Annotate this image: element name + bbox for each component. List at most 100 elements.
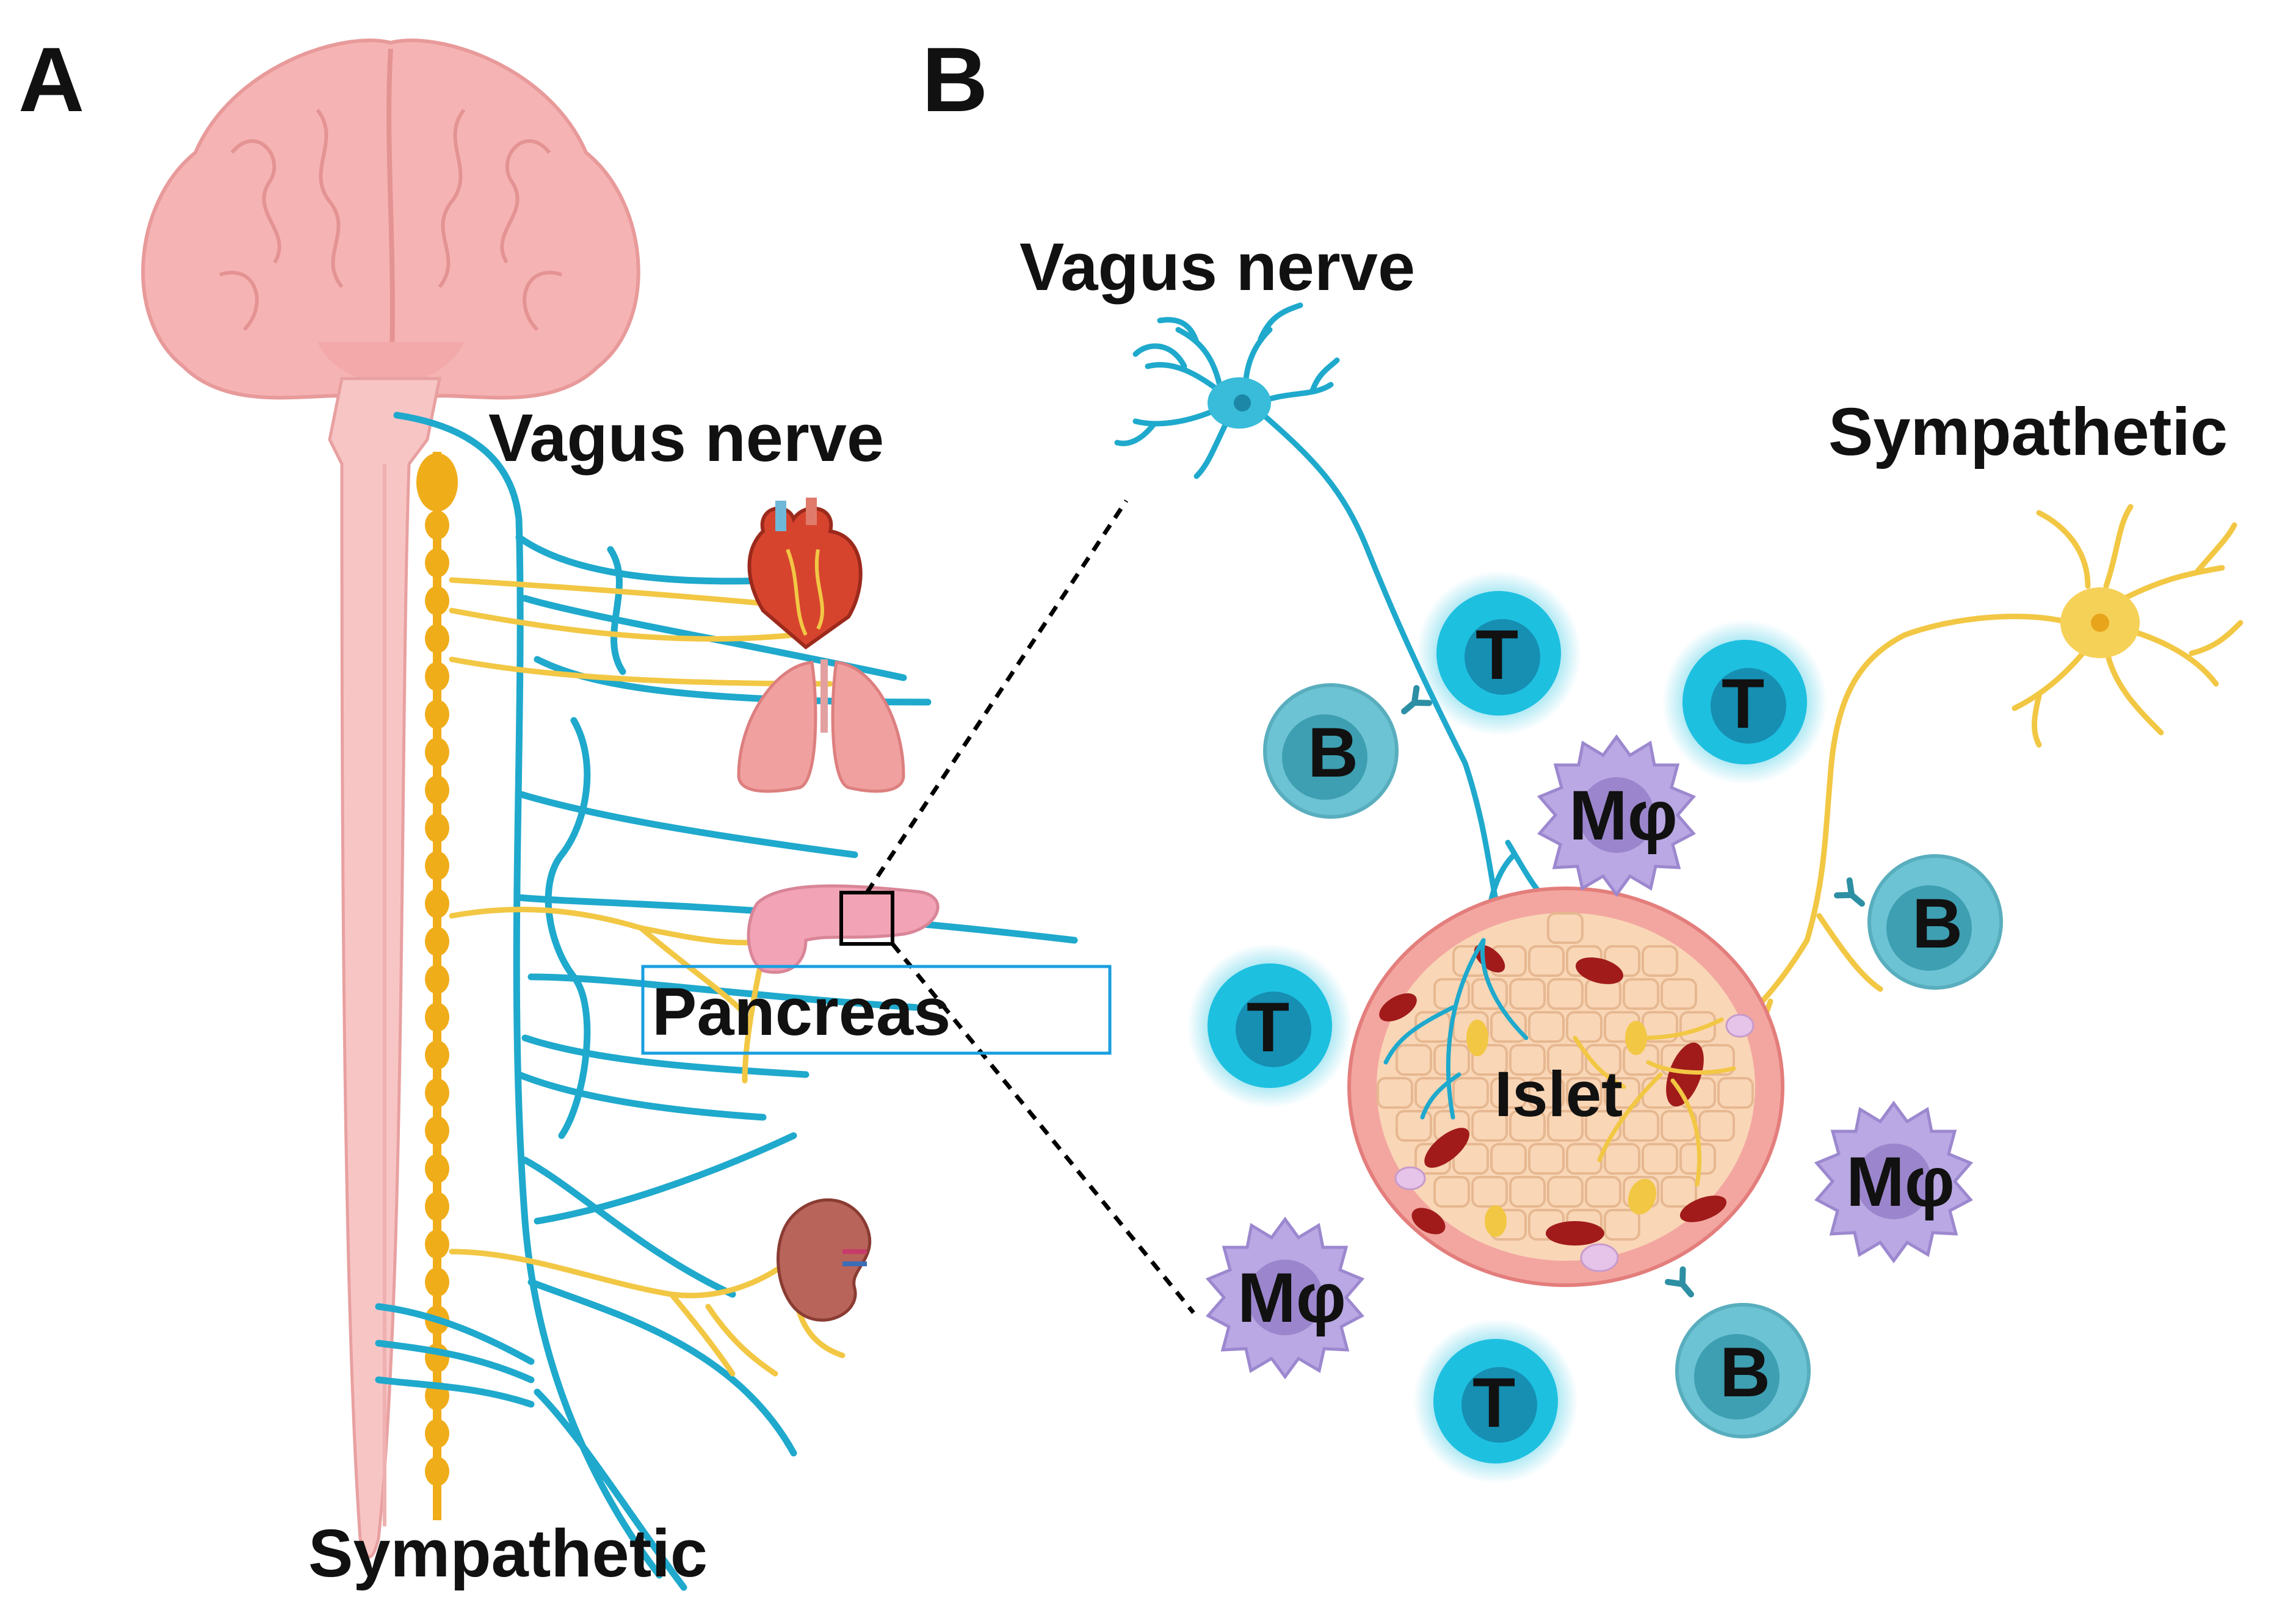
islet-cell: [1585, 1176, 1621, 1208]
islet-cell: [1604, 1209, 1640, 1241]
islet-cell: [1509, 1176, 1546, 1208]
islet-cell: [1528, 1077, 1565, 1109]
islet-cell: [1433, 1044, 1470, 1076]
zoom-connector-bottom: [891, 942, 1195, 1314]
panel-b-sympathetic-label: Sympathetic: [1828, 394, 2228, 470]
islet-cell: [1660, 978, 1697, 1010]
islet-illustration: [1347, 887, 1784, 1287]
islet-cell: [1642, 1143, 1678, 1175]
ganglion-bead: [425, 813, 449, 843]
islet-cell: [1623, 1110, 1659, 1142]
islet-cell: [1452, 1143, 1489, 1175]
t-cell: T: [1187, 943, 1352, 1108]
islet-cell: [1490, 1143, 1527, 1175]
macrophage-cell: Mφ: [1208, 1219, 1362, 1377]
b-cell: B: [1677, 1305, 1809, 1437]
islet-cell: [1433, 1176, 1470, 1208]
b-cell: B: [1869, 856, 2001, 988]
panel-a-vagus-label: Vagus nerve: [488, 401, 884, 476]
islet-cell: [1566, 1077, 1602, 1109]
islet-cell: [1547, 1176, 1584, 1208]
ganglion-bead: [425, 700, 449, 729]
panel-b-vagus-label: Vagus nerve: [1019, 230, 1415, 305]
panel-a-sympathetic-label: Sympathetic: [308, 1516, 708, 1591]
ganglion-bead: [425, 965, 449, 994]
islet-cell: [1547, 1044, 1584, 1076]
ganglion-bead: [425, 586, 449, 615]
svg-text:B: B: [1912, 885, 1963, 963]
islet-cell: [1679, 1011, 1716, 1043]
b-cell: B: [1265, 685, 1397, 817]
sympathetic-branches-a: [449, 577, 846, 1377]
ganglion-bead: [425, 1078, 449, 1108]
panel-a-letter: A: [18, 28, 84, 131]
ganglion-bead: [425, 1192, 449, 1221]
ganglion-bead: [425, 851, 449, 880]
ganglion-bead: [425, 889, 449, 918]
ganglion-bead: [425, 510, 449, 540]
svg-text:Mφ: Mφ: [1237, 1259, 1346, 1337]
ganglion-bead: [425, 1419, 449, 1448]
antibody-icon: [1398, 688, 1429, 719]
ganglion-bead: [425, 1154, 449, 1183]
ganglion-bead: [425, 738, 449, 767]
islet-cell: [1717, 1077, 1754, 1109]
svg-text:T: T: [1472, 1364, 1515, 1442]
zoom-connector-top: [865, 499, 1128, 894]
islet-cell: [1623, 978, 1659, 1010]
svg-text:Mφ: Mφ: [1569, 777, 1678, 855]
svg-text:T: T: [1476, 616, 1518, 694]
svg-text:T: T: [1722, 665, 1764, 743]
vagus-nerve-tree: [375, 412, 1078, 1591]
islet-sympathetic-branches: [1573, 1017, 1736, 1187]
svg-text:T: T: [1247, 988, 1289, 1067]
heart-icon: [747, 498, 863, 650]
t-cell: T: [1662, 620, 1827, 785]
ganglion-bead: [425, 662, 449, 691]
islet-cell: [1547, 1110, 1584, 1142]
islet-vagus-branches: [1383, 938, 1529, 1120]
ganglion-bead: [425, 1040, 449, 1070]
islet-label: Islet: [1494, 1059, 1623, 1130]
islet-cell: [1471, 1176, 1508, 1208]
t-cell: T: [1413, 1319, 1578, 1484]
ganglion-bead: [425, 548, 449, 578]
pancreas-icon: [747, 884, 940, 974]
pancreas-highlight-box: [641, 965, 1112, 1055]
islet-cell: [1547, 912, 1584, 944]
ganglion-bead: [425, 1003, 449, 1032]
sympathetic-chain: [416, 452, 458, 1520]
svg-text:B: B: [1308, 714, 1358, 792]
lungs-icon: [737, 659, 905, 793]
islet-cell: [1528, 945, 1565, 977]
ganglion-bead: [425, 775, 449, 805]
ganglion-bead: [425, 1230, 449, 1259]
islet-cell: [1698, 1110, 1735, 1142]
macrophage-cell: Mφ: [1540, 737, 1693, 894]
ganglion-bead: [425, 624, 449, 653]
ganglion-bead: [425, 1457, 449, 1486]
islet-cell: [1396, 1110, 1432, 1142]
ganglion-bead: [425, 927, 449, 956]
islet-cell: [1490, 1011, 1527, 1043]
islet-cell: [1452, 1077, 1489, 1109]
islet-cell: [1660, 1176, 1697, 1208]
t-cell: T: [1416, 571, 1581, 736]
islet-cell: [1547, 978, 1584, 1010]
islet-cell: [1490, 1077, 1527, 1109]
macrophage-cell: Mφ: [1817, 1103, 1971, 1261]
ganglion-bead: [425, 1116, 449, 1145]
antibody-icon: [1837, 880, 1868, 911]
islet-cell: [1509, 978, 1546, 1010]
islet-cell: [1471, 1110, 1508, 1142]
brain-icon: [141, 38, 640, 400]
antibody-icon: [1668, 1269, 1698, 1300]
kidney-icon: [777, 1198, 872, 1322]
ganglion-bead: [425, 1267, 449, 1297]
islet-cell: [1396, 1044, 1432, 1076]
islet-cell: [1604, 1077, 1640, 1109]
islet-cell: [1604, 1143, 1640, 1175]
islet-cell: [1642, 945, 1678, 977]
